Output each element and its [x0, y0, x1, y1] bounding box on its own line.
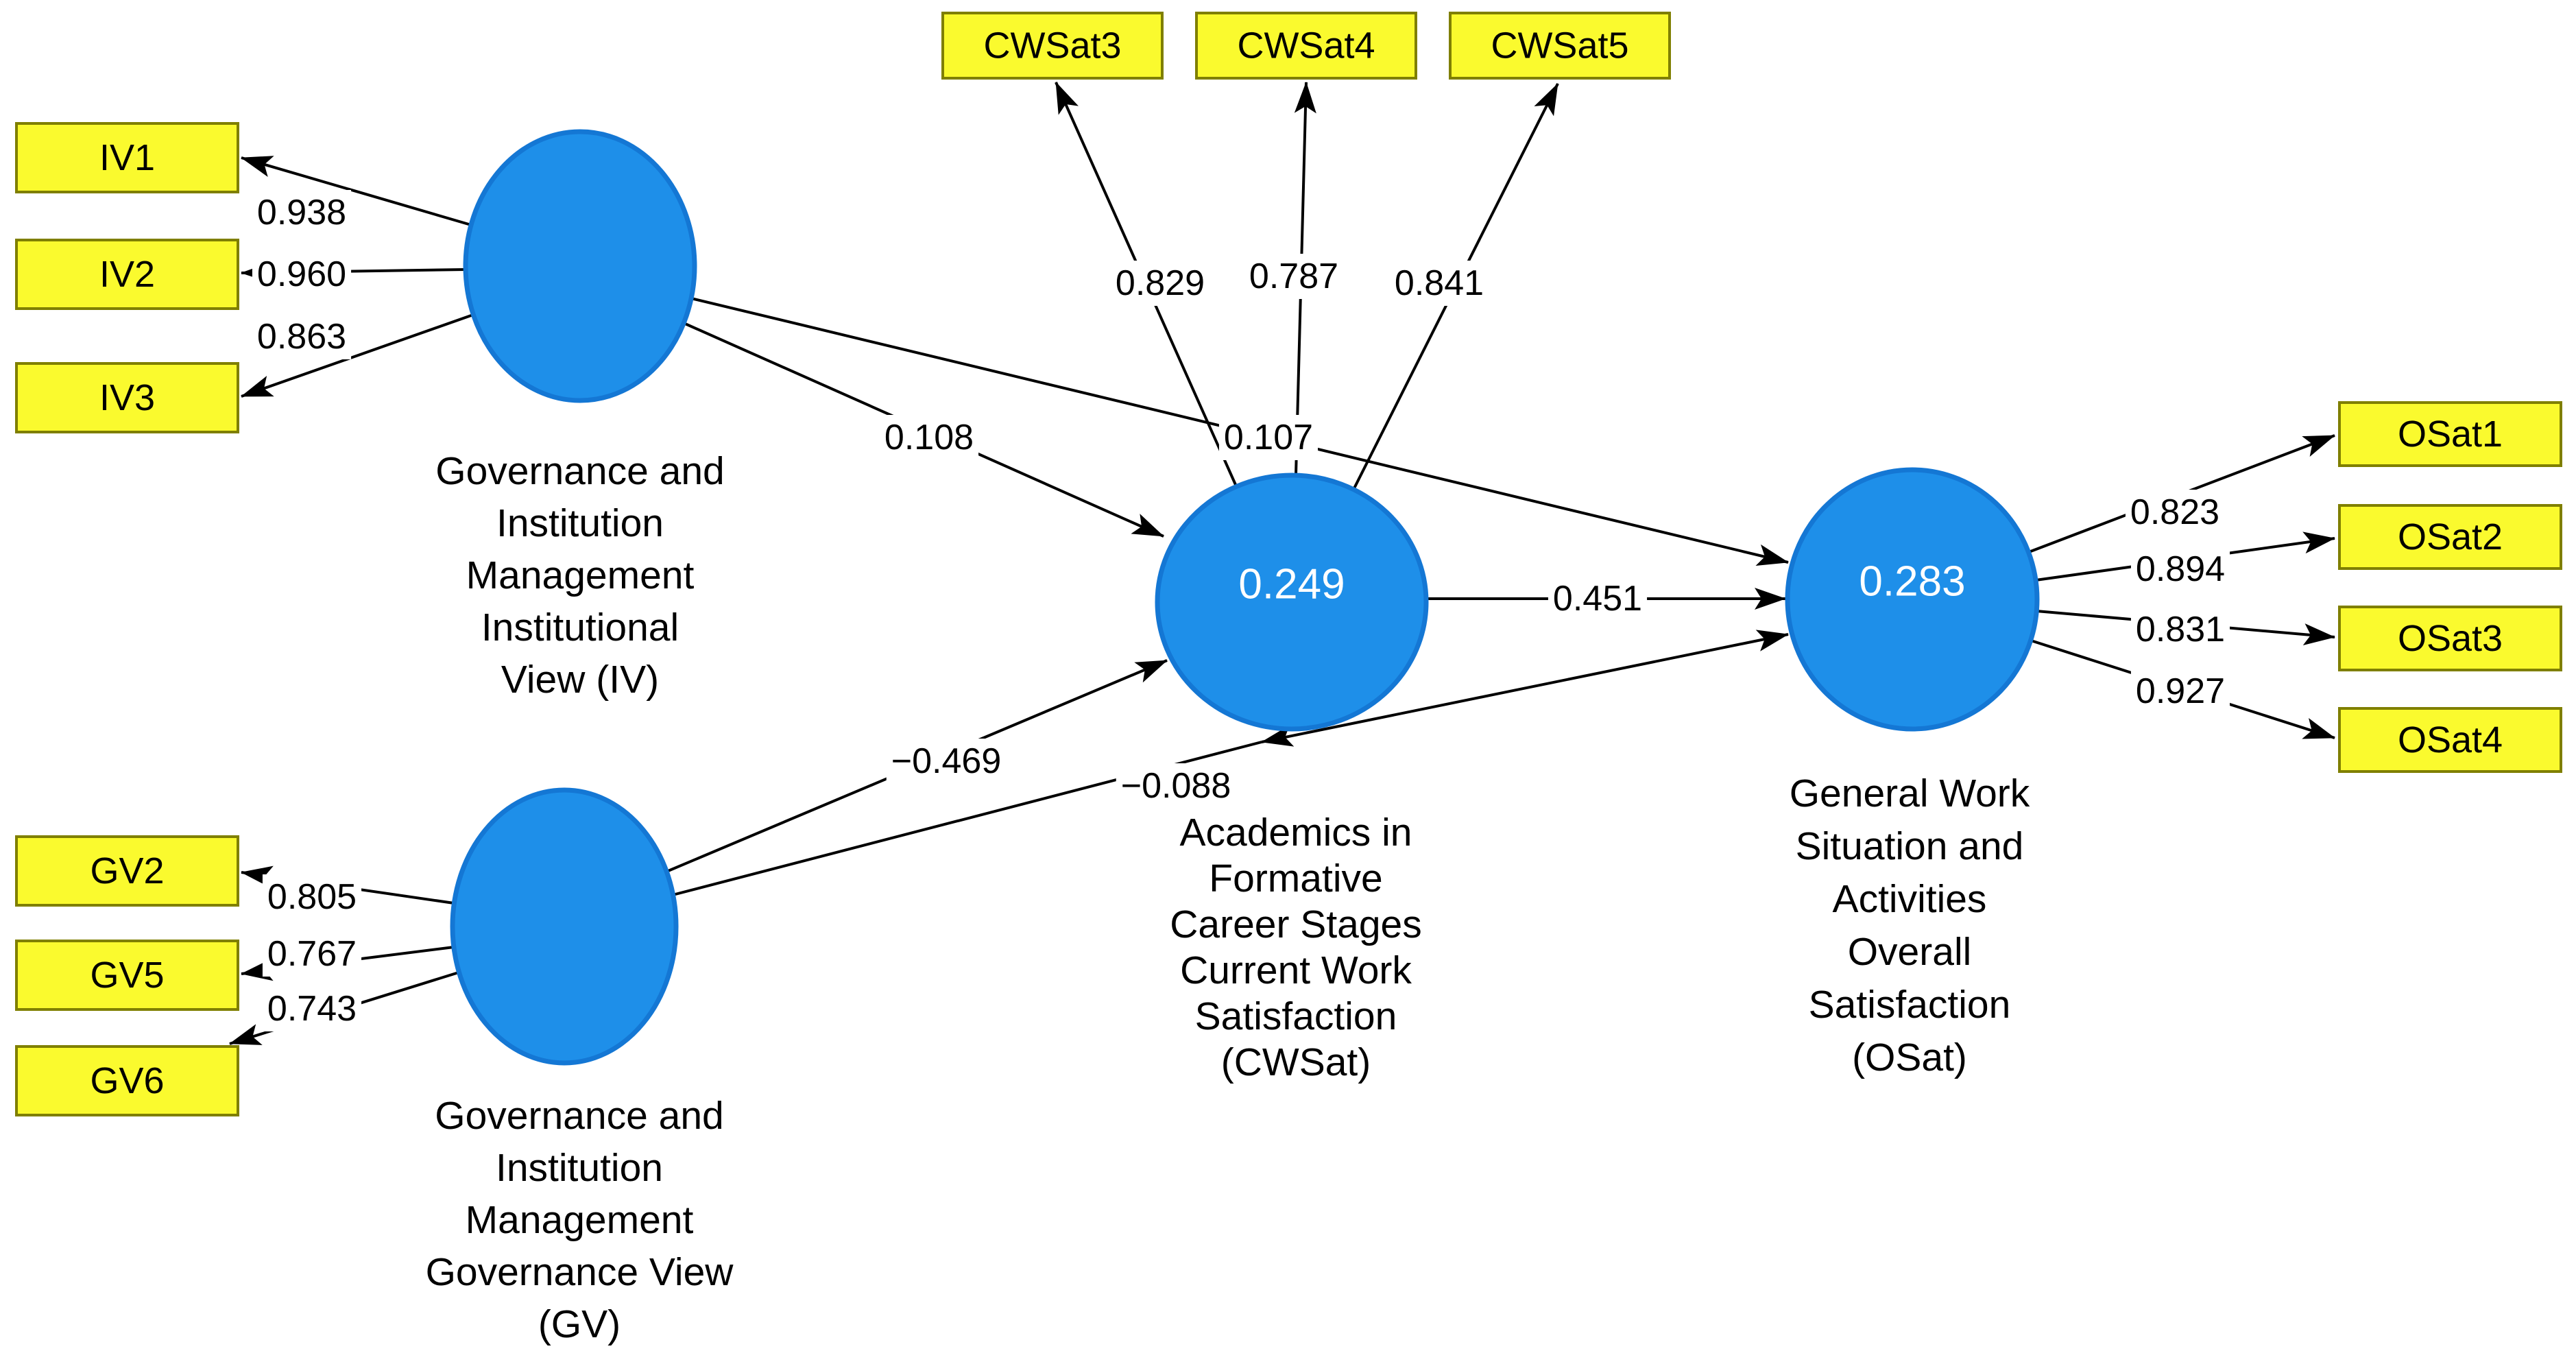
latent-node-CWSat — [1155, 473, 1429, 732]
loading-value-GV-GV6-bg — [262, 986, 362, 1031]
indicator-box-IV2 — [15, 239, 239, 310]
indicator-box-IV3 — [15, 362, 239, 433]
loading-arrow-IV-IV3 — [241, 313, 474, 398]
indicator-label-OSat1: OSat1 — [2398, 414, 2503, 455]
node-caption-GV-line3: Governance View — [426, 1250, 734, 1294]
indicator-box-GV2 — [15, 835, 239, 907]
loading-value-OSat-OSat4: 0.927 — [2136, 671, 2225, 711]
loading-value-GV-GV2-bg — [262, 874, 362, 920]
indicator-label-CWSat3: CWSat3 — [983, 25, 1121, 67]
node-caption-OSat-line2: Activities — [1833, 877, 1987, 921]
indicator-label-IV3: IV3 — [99, 377, 155, 418]
loading-value-OSat-OSat3: 0.831 — [2136, 610, 2225, 649]
node-caption-IV-line0: Governance and — [435, 449, 724, 493]
indicator-label-OSat2: OSat2 — [2398, 516, 2503, 558]
node-caption-CWSat-line5: (CWSat) — [1221, 1040, 1371, 1084]
latent-nodes-layer: 0.249 0.283 — [450, 129, 2040, 1066]
indicator-box-GV5 — [15, 940, 239, 1011]
node-caption-IV-line1: Institution — [496, 501, 664, 545]
node-caption-IV-line3: Institutional — [481, 606, 679, 649]
loading-value-IV-IV1: 0.938 — [257, 193, 346, 232]
latent-node-GV — [450, 787, 679, 1066]
loading-value-IV-IV2: 0.960 — [257, 254, 346, 294]
loading-value-CWSat-CWSat4-bg — [1244, 254, 1344, 299]
loading-value-CWSat-CWSat5: 0.841 — [1395, 263, 1484, 303]
path-arrow-GV-OSat-seg1 — [1261, 630, 1789, 747]
loading-value-OSat-OSat2-bg — [2130, 547, 2230, 592]
loading-value-OSat-OSat1-bg — [2125, 490, 2225, 535]
path-coefficient-IV-CWSat-bg — [879, 415, 979, 460]
loading-value-IV-IV3: 0.863 — [257, 317, 346, 357]
edge-labels-layer: 0.938 0.960 0.863 0.805 0.767 0.743 0.829 0.787… — [252, 190, 2230, 1031]
node-caption-OSat-line4: Satisfaction — [1809, 983, 2011, 1027]
node-caption-CWSat-line1: Formative — [1209, 857, 1382, 900]
loading-value-OSat-OSat4-bg — [2130, 669, 2230, 714]
loading-value-GV-GV2: 0.805 — [267, 877, 357, 917]
path-coefficient-GV-CWSat: −0.469 — [891, 741, 1002, 781]
indicator-box-CWSat3 — [941, 12, 1164, 80]
indicator-label-IV1: IV1 — [99, 137, 155, 178]
loading-value-GV-GV5: 0.767 — [267, 934, 357, 974]
indicator-box-OSat1 — [2338, 401, 2562, 467]
node-caption-CWSat-line0: Academics in — [1180, 811, 1412, 854]
loading-value-CWSat-CWSat3-bg — [1110, 261, 1210, 306]
loading-value-CWSat-CWSat5-bg — [1389, 261, 1489, 306]
node-caption-GV-line1: Institution — [496, 1146, 663, 1190]
indicator-box-IV1 — [15, 122, 239, 193]
node-caption-GV-line4: (GV) — [538, 1302, 621, 1346]
node-caption-OSat-line3: Overall — [1848, 930, 1972, 974]
node-caption-CWSat-line2: Career Stages — [1170, 902, 1422, 946]
loading-value-OSat-OSat2: 0.894 — [2136, 549, 2225, 589]
node-r2-value-CWSat: 0.249 — [1238, 561, 1345, 608]
node-caption-GV-line2: Management — [466, 1198, 694, 1242]
node-caption-CWSat-line3: Current Work — [1180, 948, 1412, 992]
indicator-label-CWSat4: CWSat4 — [1237, 25, 1375, 67]
indicator-label-IV2: IV2 — [99, 254, 155, 295]
loading-value-GV-GV6: 0.743 — [267, 989, 357, 1029]
indicator-label-GV6: GV6 — [90, 1060, 164, 1101]
indicator-label-OSat4: OSat4 — [2398, 719, 2503, 761]
loading-value-CWSat-CWSat3: 0.829 — [1116, 263, 1205, 303]
loading-value-IV-IV2-bg — [252, 252, 352, 297]
loading-value-GV-GV5-bg — [262, 931, 362, 977]
latent-node-IV — [463, 129, 697, 403]
node-caption-OSat-line5: (OSat) — [1852, 1036, 1967, 1079]
indicator-box-OSat4 — [2338, 707, 2562, 773]
node-caption-IV-line2: Management — [466, 553, 695, 597]
path-coefficient-GV-OSat-bg — [1116, 763, 1236, 809]
path-coefficient-CWSat-OSat-bg — [1548, 576, 1648, 621]
path-coefficient-IV-OSat: 0.107 — [1224, 418, 1313, 457]
indicator-box-OSat2 — [2338, 504, 2562, 570]
latent-node-OSat — [1785, 467, 2040, 732]
node-captions-layer: Governance andInstitutionManagementInsti… — [426, 449, 2030, 1346]
indicator-label-GV5: GV5 — [90, 955, 164, 996]
loading-value-CWSat-CWSat4: 0.787 — [1249, 256, 1338, 296]
node-caption-IV-line4: View (IV) — [501, 658, 659, 702]
indicator-box-CWSat5 — [1449, 12, 1671, 80]
indicator-box-GV6 — [15, 1045, 239, 1116]
loading-arrow-IV-IV1 — [241, 156, 472, 226]
path-coefficient-IV-CWSat: 0.108 — [884, 418, 974, 457]
indicator-label-GV2: GV2 — [90, 850, 164, 892]
node-caption-OSat-line0: General Work — [1790, 772, 2030, 815]
path-coefficient-CWSat-OSat: 0.451 — [1553, 579, 1642, 619]
path-coefficient-GV-OSat: −0.088 — [1121, 766, 1231, 806]
path-coefficient-IV-OSat-bg — [1218, 415, 1319, 460]
loading-value-OSat-OSat3-bg — [2130, 607, 2230, 652]
indicator-box-OSat3 — [2338, 606, 2562, 671]
indicator-label-CWSat5: CWSat5 — [1491, 25, 1628, 67]
indicator-box-CWSat4 — [1195, 12, 1417, 80]
node-caption-GV-line0: Governance and — [435, 1094, 723, 1138]
path-coefficient-GV-CWSat-bg — [886, 739, 1007, 784]
node-caption-OSat-line1: Situation and — [1796, 824, 2024, 868]
loading-value-IV-IV3-bg — [252, 314, 352, 359]
node-caption-CWSat-line4: Satisfaction — [1195, 994, 1397, 1038]
loading-value-IV-IV1-bg — [252, 190, 352, 235]
loading-value-OSat-OSat1: 0.823 — [2130, 492, 2219, 532]
indicator-label-OSat3: OSat3 — [2398, 618, 2503, 659]
node-r2-value-OSat: 0.283 — [1859, 558, 1965, 606]
